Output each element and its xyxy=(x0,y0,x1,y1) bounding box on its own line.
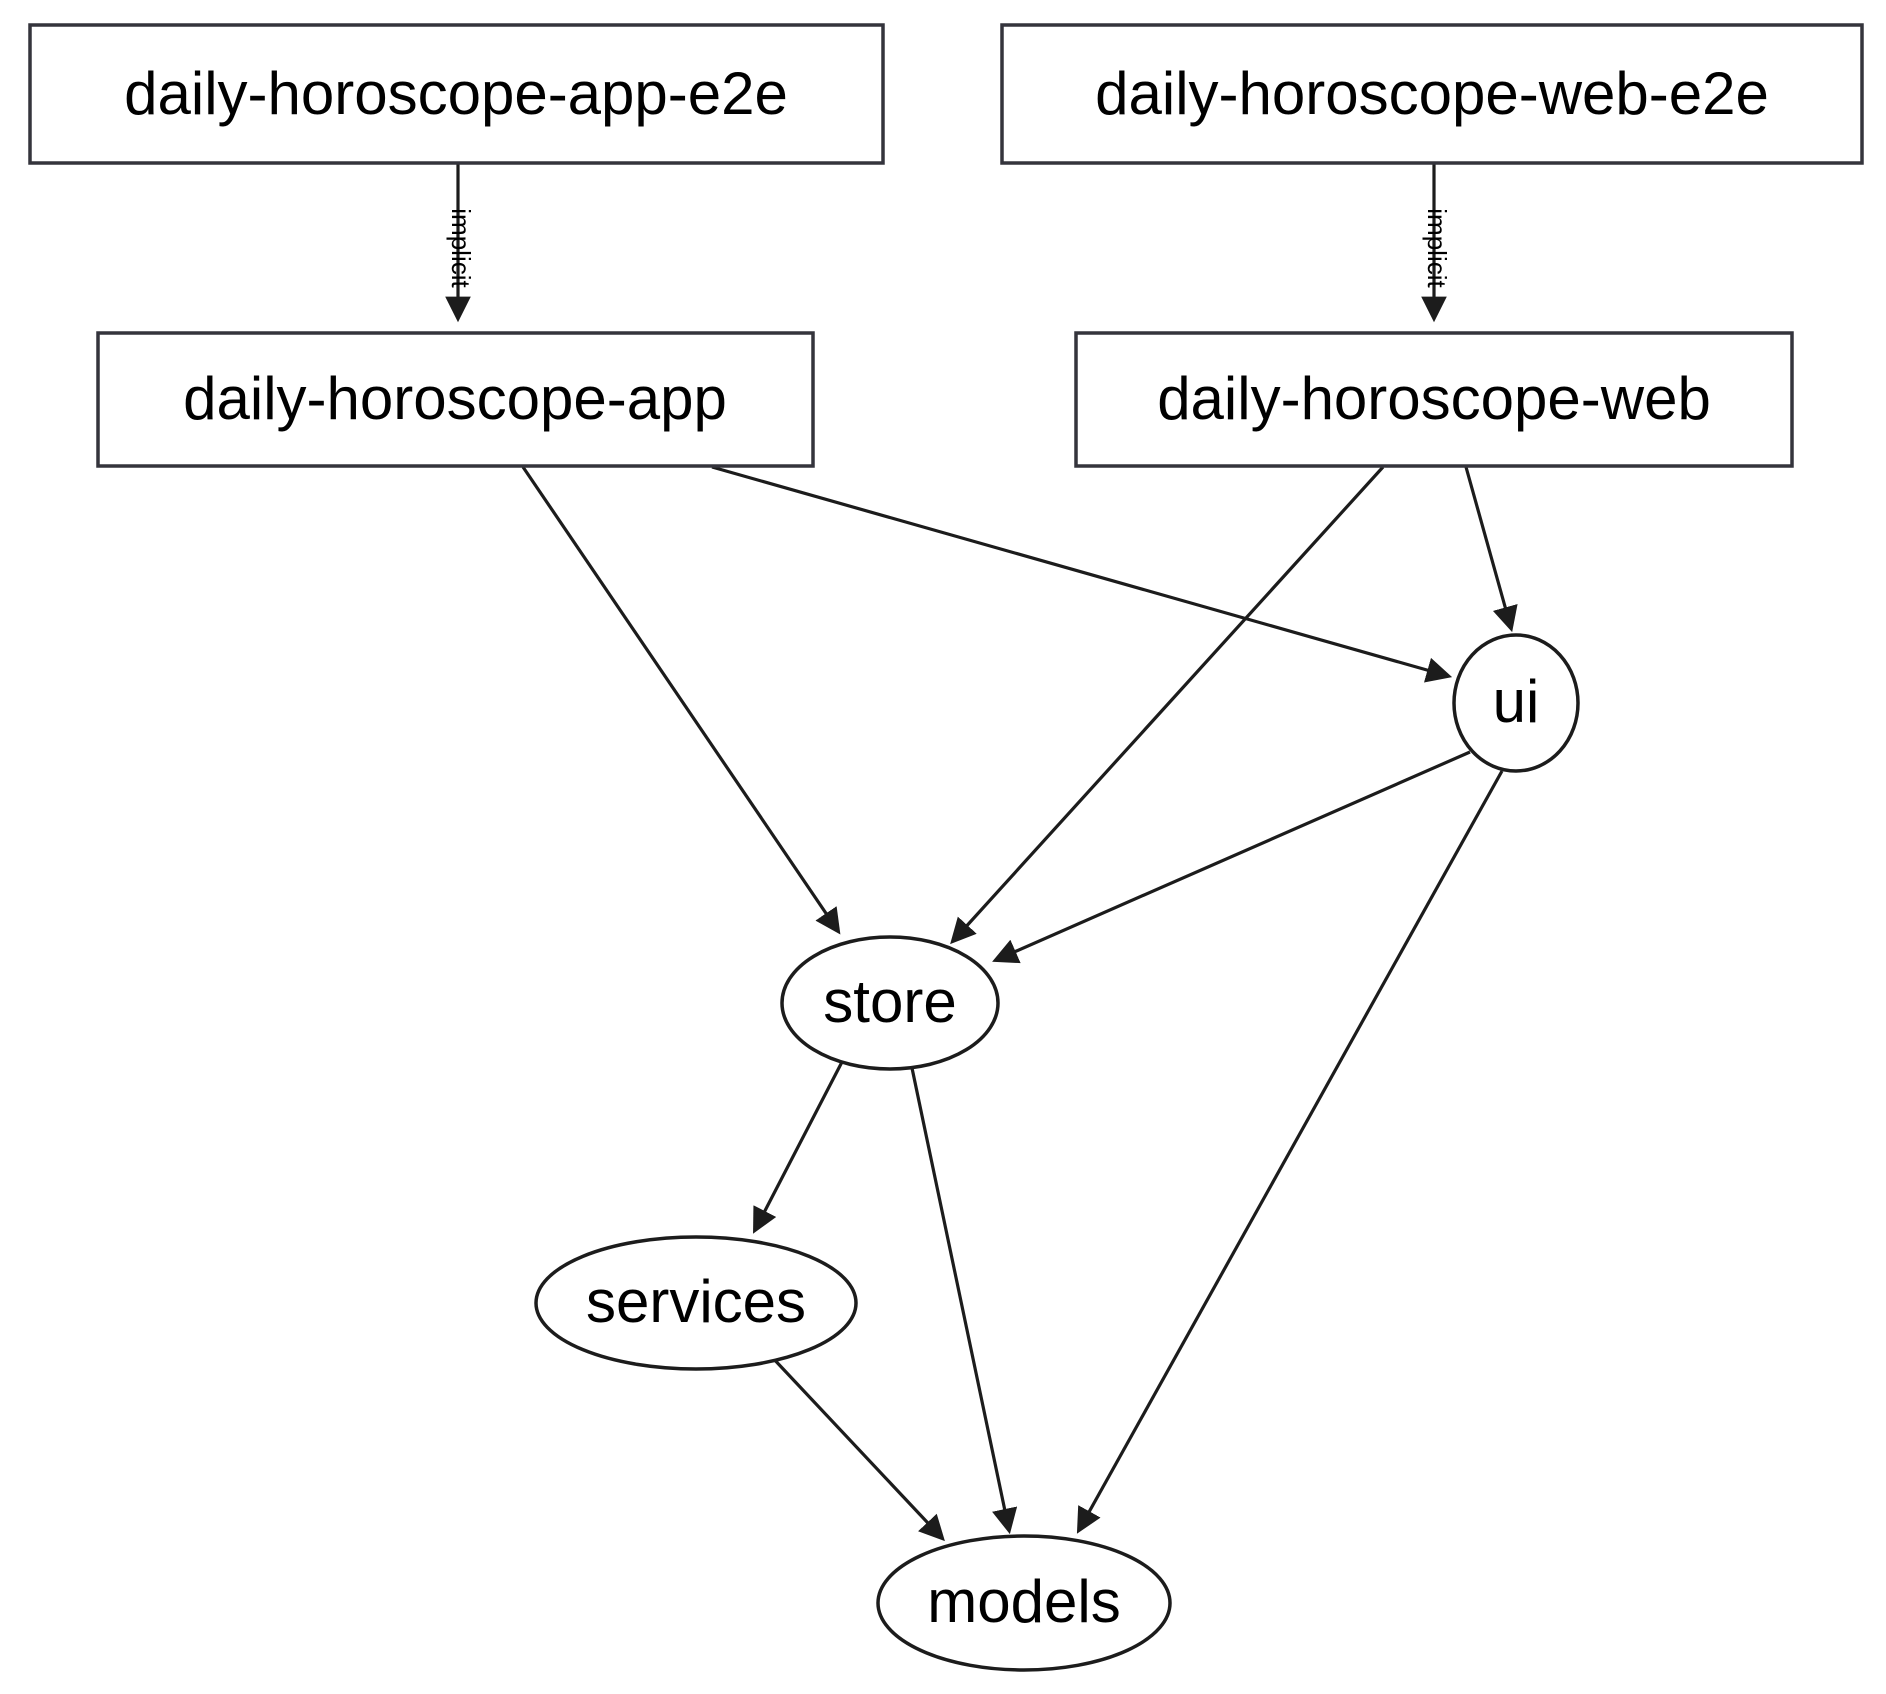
edge-ui-to-store[interactable] xyxy=(992,750,1471,964)
node-models[interactable]: models xyxy=(876,1534,1172,1672)
node-services[interactable]: services xyxy=(534,1235,858,1371)
node-store[interactable]: store xyxy=(780,935,1000,1071)
edge-line xyxy=(992,750,1471,964)
edge-web-e2e-to-web[interactable]: implicit xyxy=(1421,163,1452,323)
node-shape-rect xyxy=(1074,331,1794,468)
edge-line xyxy=(1076,770,1504,1534)
node-ui[interactable]: ui xyxy=(1452,633,1580,773)
node-label: daily-horoscope-app-e2e xyxy=(124,60,788,127)
node-label: ui xyxy=(1493,668,1540,735)
edge-line xyxy=(711,465,1453,683)
node-shape-ellipse xyxy=(534,1235,858,1371)
node-label: store xyxy=(823,968,956,1035)
node-daily-horoscope-app[interactable]: daily-horoscope-app xyxy=(96,331,815,468)
nodes-layer: daily-horoscope-app-e2e daily-horoscope-… xyxy=(28,23,1864,1672)
edge-store-to-services[interactable] xyxy=(753,1059,845,1234)
node-label: daily-horoscope-app xyxy=(183,365,727,432)
edge-ui-to-models[interactable] xyxy=(1076,770,1504,1534)
edge-line xyxy=(910,1067,1018,1535)
node-shape-ellipse xyxy=(876,1534,1172,1672)
node-shape-ellipse xyxy=(1452,633,1580,773)
node-label: daily-horoscope-web xyxy=(1157,365,1711,432)
edge-app-to-ui[interactable] xyxy=(711,465,1453,683)
edge-app-e2e-to-app[interactable]: implicit xyxy=(445,163,476,323)
node-label: models xyxy=(927,1568,1120,1635)
edge-web-to-store[interactable] xyxy=(950,465,1385,945)
edge-services-to-models[interactable] xyxy=(768,1353,945,1542)
edges-layer: implicit implicit xyxy=(445,163,1518,1542)
node-label: services xyxy=(586,1268,806,1335)
node-daily-horoscope-web[interactable]: daily-horoscope-web xyxy=(1074,331,1794,468)
node-daily-horoscope-app-e2e[interactable]: daily-horoscope-app-e2e xyxy=(28,23,885,165)
node-daily-horoscope-web-e2e[interactable]: daily-horoscope-web-e2e xyxy=(1000,23,1864,165)
edge-label-implicit: implicit xyxy=(1422,208,1452,288)
edge-app-to-store[interactable] xyxy=(521,466,841,935)
edge-label-implicit: implicit xyxy=(446,208,476,288)
edge-line xyxy=(753,1059,845,1234)
edge-web-to-ui[interactable] xyxy=(1464,466,1518,633)
node-shape-rect xyxy=(1000,23,1864,165)
node-label: daily-horoscope-web-e2e xyxy=(1095,60,1769,127)
node-shape-ellipse xyxy=(780,935,1000,1071)
edge-store-to-models[interactable] xyxy=(910,1067,1018,1535)
edge-line xyxy=(768,1353,945,1542)
edge-line xyxy=(1464,466,1518,633)
edge-line xyxy=(950,465,1385,945)
node-shape-rect xyxy=(28,23,885,165)
node-shape-rect xyxy=(96,331,815,468)
edge-line xyxy=(521,466,841,935)
